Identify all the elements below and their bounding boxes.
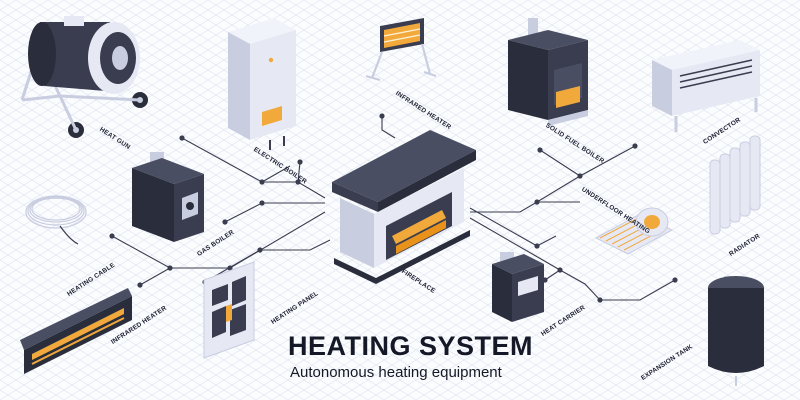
radiator-icon — [709, 135, 761, 235]
fireplace-icon — [332, 130, 476, 284]
gas-boiler-icon — [132, 152, 204, 242]
heating-cable-icon — [25, 195, 87, 245]
infrared-heater-icon — [365, 18, 437, 82]
solid-fuel-boiler-icon — [508, 18, 588, 126]
convector-icon — [652, 40, 760, 132]
page-subtitle: Autonomous heating equipment — [290, 364, 502, 381]
heating-panel-icon — [203, 261, 255, 359]
infrared-heater-panel-icon — [20, 288, 132, 374]
expansion-tank-icon — [708, 276, 764, 386]
connector-nodes — [109, 113, 678, 303]
page-title: HEATING SYSTEM — [288, 331, 534, 361]
electric-boiler-icon — [228, 18, 296, 150]
heat-carrier-icon — [492, 252, 544, 322]
underfloor-heating-icon — [594, 207, 674, 255]
heat-gun-icon — [20, 16, 148, 138]
